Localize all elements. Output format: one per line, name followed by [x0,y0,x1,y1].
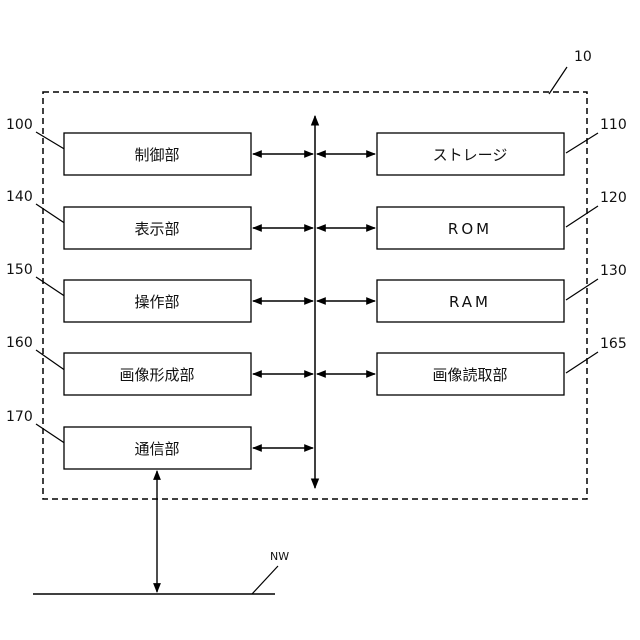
network-ref-leader [252,566,278,594]
block-label: 制御部 [134,146,179,164]
ref-leader [36,204,66,224]
ref-leader [566,279,598,300]
block-label: ストレージ [433,146,508,164]
block-label: RAM [449,293,491,311]
right-block-group: ストレージ 110 [317,117,627,175]
left-block-group: 160 画像形成部 [6,335,313,395]
left-block-group: 150 操作部 [6,262,313,322]
left-block-group: 140 表示部 [6,189,313,249]
ref-leader [36,132,66,150]
ref-number: 130 [600,263,627,279]
device-ref-label: 10 [574,49,592,65]
block-label: 画像形成部 [119,366,194,384]
left-block-group: 100 制御部 [6,117,313,175]
network-label: NW [270,550,289,563]
ref-number: 120 [600,190,627,206]
ref-number: 160 [6,335,33,351]
ref-number: 110 [600,117,627,133]
block-label: 画像読取部 [432,366,507,384]
block-label: 操作部 [134,293,179,311]
block-label: 通信部 [134,440,179,458]
right-block-group: ROM 120 [317,190,627,249]
ref-number: 165 [600,336,627,352]
block-label: 表示部 [134,220,179,238]
left-block-group: 170 通信部 [6,409,313,469]
ref-number: 170 [6,409,33,425]
ref-leader [36,350,66,371]
ref-number: 140 [6,189,33,205]
ref-number: 100 [6,117,33,133]
device-ref-leader [549,67,567,94]
ref-leader [566,206,598,227]
ref-leader [566,133,598,153]
ref-leader [36,277,66,297]
block-label: ROM [448,220,492,238]
right-block-group: 画像読取部 165 [317,336,627,395]
ref-leader [566,352,598,373]
ref-leader [36,424,66,444]
right-block-group: RAM 130 [317,263,627,322]
ref-number: 150 [6,262,33,278]
